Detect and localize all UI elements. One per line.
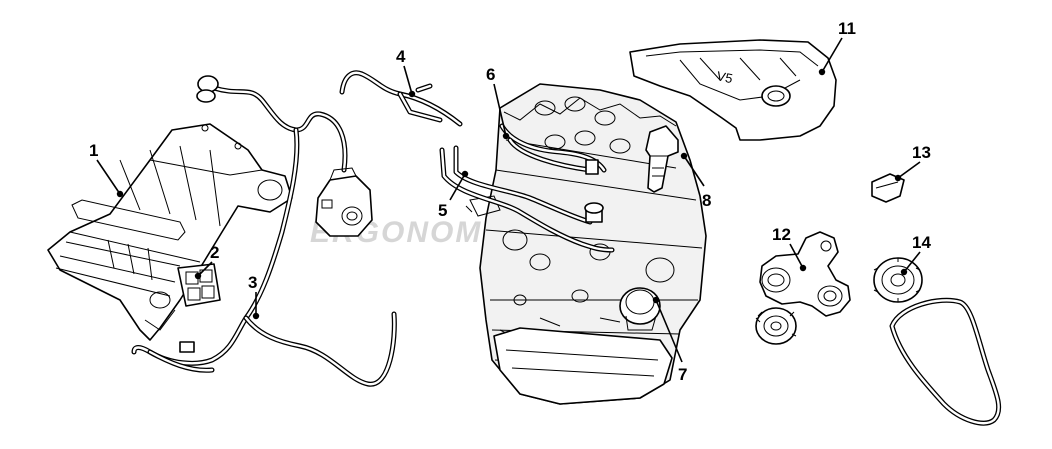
callout-labels: 1 2 3 4 5 6 7 8 11 12 13 14 <box>89 19 931 384</box>
callout-8: 8 <box>702 191 711 210</box>
ignition-coil-part <box>645 125 679 193</box>
vacuum-valve-part <box>315 167 373 237</box>
intake-manifold-part <box>47 123 293 341</box>
callout-3: 3 <box>248 273 257 292</box>
vacuum-hose-part <box>131 75 397 387</box>
callout-5: 5 <box>438 201 447 220</box>
callout-1: 1 <box>89 141 98 160</box>
oil-pan-part <box>493 327 673 405</box>
callout-14: 14 <box>912 233 931 252</box>
callout-13: 13 <box>912 143 931 162</box>
callout-7: 7 <box>678 365 687 384</box>
oil-filter-housing-part <box>619 287 661 331</box>
fuel-rail-part <box>499 123 607 175</box>
cover-marking-text: V5 <box>715 68 734 86</box>
idler-pulley-part <box>755 307 797 345</box>
callout-12: 12 <box>772 225 791 244</box>
callout-2: 2 <box>210 243 219 262</box>
breather-pipe-part <box>339 70 463 127</box>
timing-chain-part <box>889 297 1002 426</box>
sensor-bracket-part <box>871 173 905 203</box>
callout-11: 11 <box>838 19 856 38</box>
manifold-gasket-part <box>177 263 221 307</box>
callout-6: 6 <box>486 65 495 84</box>
engine-cover-part: V5 <box>629 39 837 141</box>
callout-leaders <box>96 37 921 363</box>
coolant-pipe-part <box>439 145 615 253</box>
callout-4: 4 <box>396 47 406 66</box>
water-pump-part <box>759 231 851 317</box>
cam-sprocket-part <box>873 257 923 303</box>
